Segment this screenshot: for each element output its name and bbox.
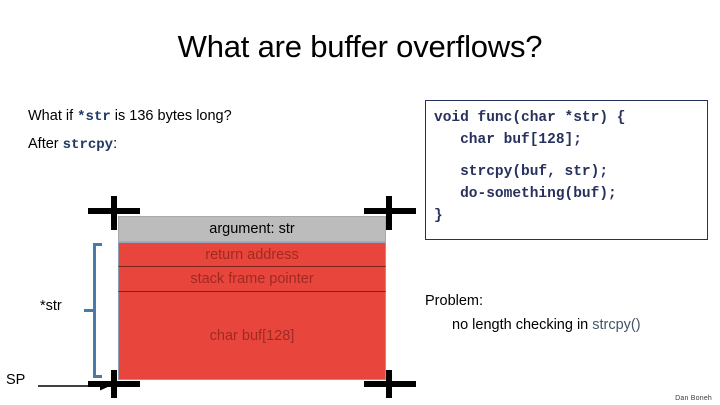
- stack-cell-argument-label: argument: str: [209, 221, 295, 237]
- code-line-1: void func(char *str) {: [434, 110, 626, 126]
- intro-line-2: After strcpy:: [28, 131, 408, 159]
- stack-cell-stack-frame-pointer-label: stack frame pointer: [190, 271, 314, 287]
- intro-line-2-code: strcpy: [62, 137, 114, 153]
- intro-line-1-prefix: What if: [28, 108, 78, 124]
- corner-mark-bottom-left-vertical: [111, 370, 117, 398]
- intro-line-2-suffix: :: [113, 136, 118, 152]
- intro-line-1-code: *str: [77, 109, 111, 125]
- problem-body-code: strcpy(): [592, 317, 641, 333]
- problem-body: no length checking in strcpy(): [425, 313, 715, 337]
- code-line-4: do-something(buf);: [434, 186, 617, 202]
- problem-heading: Problem:: [425, 293, 484, 309]
- code-snippet-box: void func(char *str) { char buf[128]; st…: [425, 100, 708, 240]
- str-span-label: *str: [40, 298, 62, 314]
- code-line-2: char buf[128];: [434, 132, 582, 148]
- code-line-3: strcpy(buf, str);: [434, 164, 609, 180]
- stack-cell-return-address-label: return address: [205, 246, 299, 263]
- stack-pointer-arrow-icon: [38, 381, 110, 391]
- stack-cell-buffer-label: char buf[128]: [209, 327, 295, 344]
- str-span-tick: [84, 309, 96, 312]
- intro-text-block: What if *str is 136 bytes long? After st…: [28, 103, 408, 159]
- attribution-text: Dan Boneh: [675, 395, 712, 402]
- stack-cell-buffer: char buf[128]: [118, 292, 386, 380]
- stack-cell-argument: argument: str: [118, 216, 386, 242]
- intro-line-1: What if *str is 136 bytes long?: [28, 103, 408, 131]
- corner-mark-top-left-vertical: [111, 196, 117, 230]
- code-line-5: }: [434, 208, 443, 224]
- code-blank-line: [434, 151, 707, 161]
- corner-mark-bottom-right-vertical: [386, 370, 392, 398]
- corner-mark-top-right-vertical: [386, 196, 392, 230]
- stack-pointer-label: SP: [6, 372, 26, 388]
- intro-line-1-suffix: is 136 bytes long?: [110, 108, 232, 124]
- page-title: What are buffer overflows?: [177, 29, 543, 64]
- problem-text-block: Problem: no length checking in strcpy(): [425, 289, 715, 337]
- stack-cell-stack-frame-pointer: stack frame pointer: [118, 267, 386, 292]
- intro-line-2-prefix: After: [28, 136, 63, 152]
- problem-body-text: no length checking in: [452, 317, 593, 333]
- stack-cell-return-address: return address: [118, 242, 386, 267]
